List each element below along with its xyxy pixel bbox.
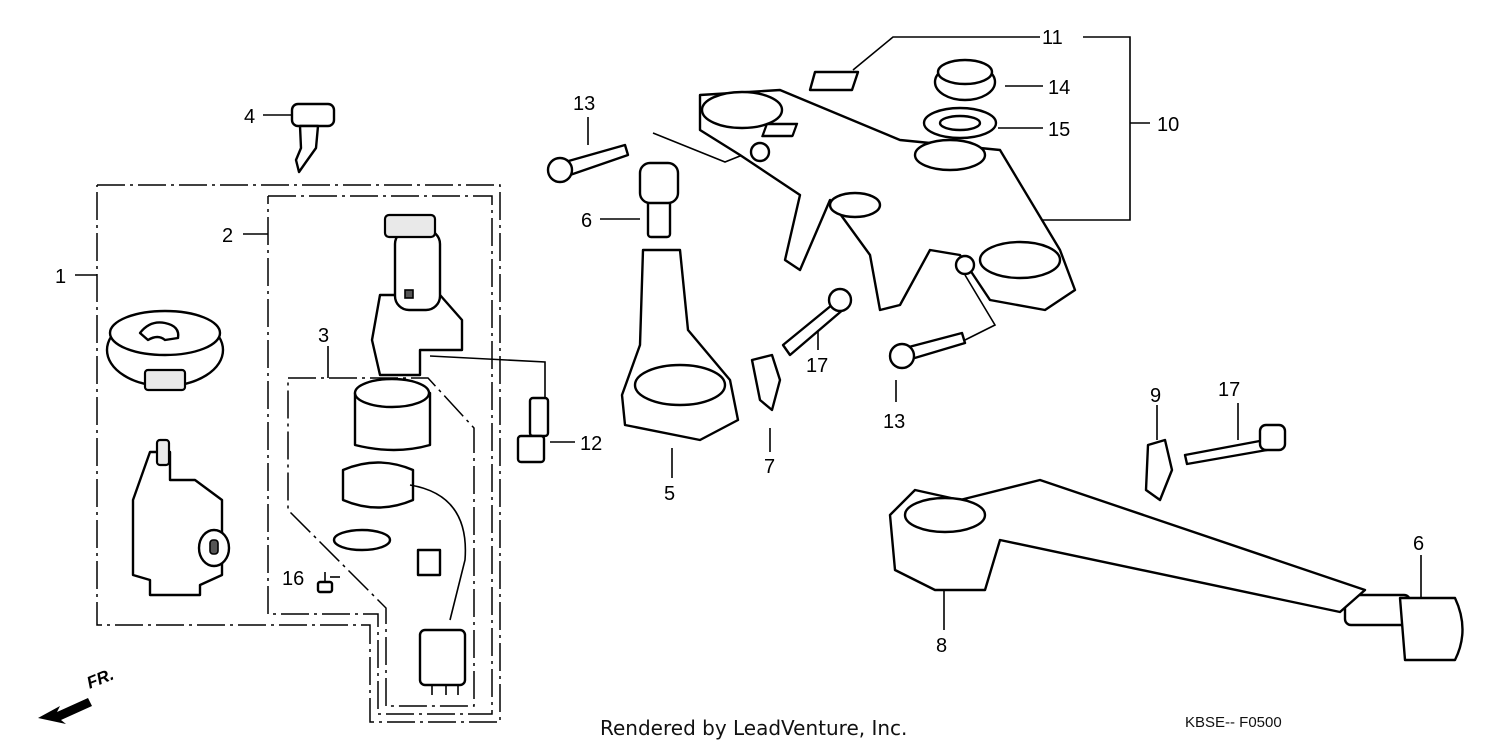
ignition-switch	[370, 213, 464, 377]
key	[290, 102, 336, 174]
washer	[922, 106, 998, 140]
fuel-cap	[105, 309, 225, 392]
callout-13b: 13	[883, 411, 905, 433]
callout-5: 5	[664, 483, 675, 505]
bolt-17-upper	[781, 287, 853, 357]
callout-6: 6	[581, 210, 592, 232]
clip-9	[1144, 438, 1174, 502]
left-handlebar	[620, 248, 740, 442]
callout-17b: 17	[1218, 379, 1240, 401]
callout-7: 7	[764, 456, 775, 478]
bracket-7	[750, 353, 782, 412]
switch-internals	[332, 377, 467, 695]
callout-3: 3	[318, 325, 329, 347]
diagram-code: KBSE-- F0500	[1185, 714, 1282, 731]
kit-1-outline	[96, 184, 501, 723]
callout-13: 13	[573, 93, 595, 115]
render-credit: Rendered by LeadVenture, Inc.	[600, 716, 908, 740]
callout-8: 8	[936, 635, 947, 657]
callout-14: 14	[1048, 77, 1070, 99]
right-handlebar	[888, 478, 1367, 614]
seat-lock	[131, 438, 231, 597]
bolt-13-upper	[546, 143, 630, 184]
callout-9: 9	[1150, 385, 1161, 407]
bar-end-6	[638, 161, 680, 239]
kit-3-outline	[287, 377, 475, 707]
callout-10: 10	[1157, 114, 1179, 136]
callout-11: 11	[1042, 27, 1063, 49]
bolt-12	[516, 396, 550, 464]
bolt-17-right	[1183, 423, 1287, 466]
small-screw	[316, 572, 334, 594]
callout-16: 16	[282, 568, 304, 590]
callout-17: 17	[806, 355, 828, 377]
bracket-10	[1015, 36, 1131, 221]
group-outlines	[96, 36, 1150, 723]
callout-15: 15	[1048, 119, 1070, 141]
callout-12: 12	[580, 433, 602, 455]
label-plate	[808, 70, 860, 92]
bar-end-6b	[1343, 593, 1464, 662]
bolt-13-lower	[888, 331, 967, 370]
callout-4: 4	[244, 106, 255, 128]
stem-nut	[933, 58, 997, 102]
kit-2-outline	[267, 195, 493, 715]
callout-labels: 1 2 3 4 5 6 7 8 9 10 11 12 13 14 15 16 1…	[55, 27, 1424, 657]
callout-2: 2	[222, 225, 233, 247]
front-arrow-icon	[38, 698, 92, 724]
callout-6b: 6	[1413, 533, 1424, 555]
top-bridge	[698, 88, 1077, 312]
callout-1: 1	[55, 266, 66, 288]
